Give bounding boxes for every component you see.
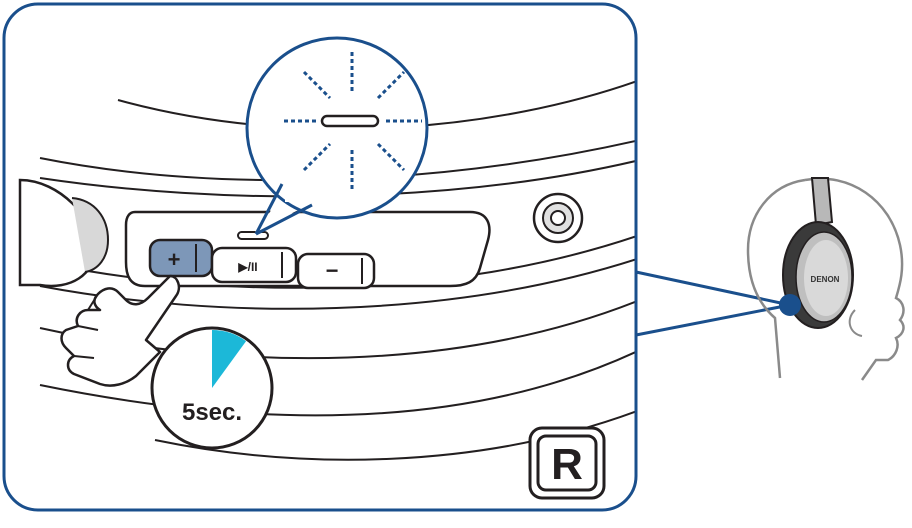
led-zoom-bubble — [245, 36, 429, 236]
volume-down-button[interactable]: − — [296, 252, 376, 290]
right-side-label: R — [551, 440, 583, 489]
audio-jack — [532, 192, 584, 244]
right-side-badge: R — [528, 426, 606, 500]
led-indicator-zoomed — [320, 114, 380, 128]
highlight-dot — [779, 294, 801, 316]
zoom-frame-border — [2, 2, 638, 512]
brand-logo-text: DENON — [811, 275, 840, 284]
play-pause-label: ▶/II — [237, 260, 257, 274]
volume-up-label: + — [168, 247, 181, 272]
volume-up-button[interactable]: + — [148, 238, 214, 278]
hinge-knob — [18, 178, 110, 288]
zoomed-earcup-view: + ▶/II − 5sec. — [4, 4, 636, 510]
volume-down-label: − — [326, 258, 339, 283]
timer-progress-wedge — [212, 330, 247, 388]
timer-label: 5sec. — [182, 399, 242, 426]
play-pause-button[interactable]: ▶/II — [210, 246, 298, 284]
head-with-headphones: DENON — [746, 177, 905, 381]
led-indicator — [237, 231, 269, 240]
callout-connector — [634, 270, 791, 337]
timer-indicator: 5sec. — [150, 326, 274, 450]
pressing-hand-icon — [60, 274, 181, 387]
led-blink-rays — [284, 52, 422, 190]
